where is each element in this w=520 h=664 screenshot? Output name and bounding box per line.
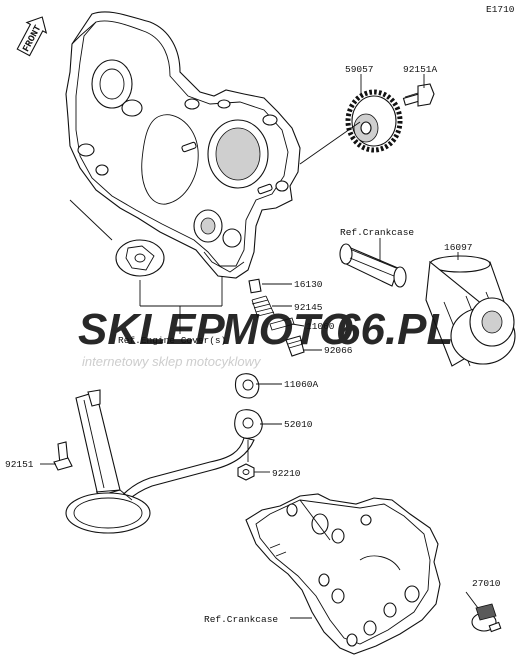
- leader-lines: [40, 74, 479, 619]
- label-27010: 27010: [472, 578, 501, 589]
- watermark: SKLEP MOTO 66.PL internetowy sklep motoc…: [78, 305, 453, 369]
- gasket-11060A: [234, 373, 260, 399]
- front-arrow-badge: FRONT: [16, 16, 48, 57]
- watermark-brand-left: SKLEP: [78, 305, 225, 354]
- relief-valve-stack: [248, 278, 305, 357]
- label-16097: 16097: [444, 242, 473, 253]
- bolt-92151: [53, 441, 73, 471]
- oil-pump-gear: [345, 89, 403, 153]
- label-11060: 11060: [306, 321, 335, 332]
- label-59057: 59057: [345, 64, 374, 75]
- oil-strainer: [65, 389, 151, 534]
- label-16130: 16130: [294, 279, 323, 290]
- watermark-brand-middle: MOTO: [222, 305, 353, 354]
- watermark-brand-right: 66.PL: [336, 305, 453, 354]
- label-92145: 92145: [294, 302, 323, 313]
- label-92151A: 92151A: [403, 64, 438, 75]
- nut-92210: [237, 463, 255, 481]
- label-52010: 52010: [284, 419, 313, 430]
- label-ref-engine-cover: Ref.Engine Cover(s): [118, 335, 226, 346]
- oil-filter: [425, 255, 516, 367]
- bolt-92151A: [402, 83, 435, 107]
- watermark-tagline: internetowy sklep motocyklowy: [82, 354, 262, 369]
- label-ref-crankcase-top: Ref.Crankcase: [340, 227, 414, 238]
- label-ref-crankcase-bottom: Ref.Crankcase: [204, 614, 278, 625]
- label-92210: 92210: [272, 468, 301, 479]
- oil-pressure-switch: [471, 603, 502, 633]
- label-92151: 92151: [5, 459, 34, 470]
- oil-pump-rotor: [115, 239, 165, 277]
- label-11060A: 11060A: [284, 379, 319, 390]
- engine-cover: [65, 11, 301, 279]
- diagram-code: E1710: [486, 4, 515, 15]
- lower-crankcase: [245, 493, 441, 655]
- crankcase-pipe: [339, 243, 407, 288]
- label-92066: 92066: [324, 345, 353, 356]
